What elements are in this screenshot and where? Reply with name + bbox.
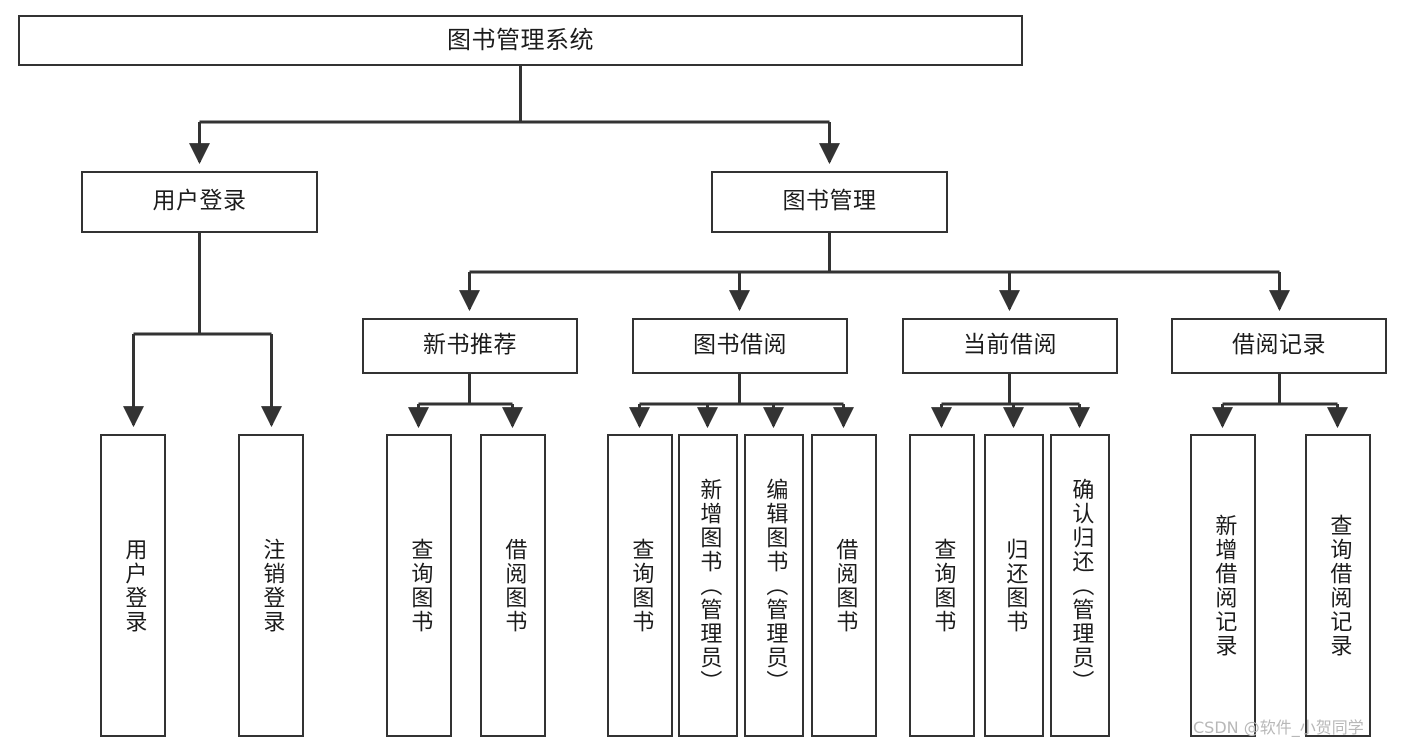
node-current-borrow[interactable]: 当前借阅 xyxy=(902,318,1118,374)
node-leaf-add-record[interactable]: 新增借阅记录 xyxy=(1190,434,1256,737)
node-leaf-query-record-label: 查询借阅记录 xyxy=(1326,513,1352,658)
node-leaf-edit-book-label: 编辑图书（管理员） xyxy=(762,477,788,694)
node-new-book-rec-label: 新书推荐 xyxy=(423,332,517,359)
node-leaf-add-record-label: 新增借阅记录 xyxy=(1211,513,1237,658)
node-leaf-add-book-label: 新增图书（管理员） xyxy=(696,477,722,694)
node-leaf-query-book-3-label: 查询图书 xyxy=(930,537,956,634)
node-leaf-user-login-label: 用户登录 xyxy=(121,537,147,634)
node-leaf-borrow-book-2[interactable]: 借阅图书 xyxy=(811,434,877,737)
node-current-borrow-label: 当前借阅 xyxy=(963,332,1057,359)
node-leaf-query-book-1[interactable]: 查询图书 xyxy=(386,434,452,737)
node-leaf-return-book-label: 归还图书 xyxy=(1002,537,1028,634)
node-book-manage[interactable]: 图书管理 xyxy=(711,171,948,233)
node-leaf-borrow-book-1-label: 借阅图书 xyxy=(501,537,527,634)
node-leaf-borrow-book-1[interactable]: 借阅图书 xyxy=(480,434,546,737)
node-leaf-query-book-3[interactable]: 查询图书 xyxy=(909,434,975,737)
node-leaf-user-logout[interactable]: 注销登录 xyxy=(238,434,304,737)
node-leaf-query-record[interactable]: 查询借阅记录 xyxy=(1305,434,1371,737)
node-borrow-record-label: 借阅记录 xyxy=(1232,332,1326,359)
node-leaf-confirm-return[interactable]: 确认归还（管理员） xyxy=(1050,434,1110,737)
node-leaf-confirm-return-label: 确认归还（管理员） xyxy=(1068,477,1094,694)
node-book-borrow[interactable]: 图书借阅 xyxy=(632,318,848,374)
node-leaf-user-logout-label: 注销登录 xyxy=(259,537,285,634)
node-leaf-return-book[interactable]: 归还图书 xyxy=(984,434,1044,737)
node-root-label: 图书管理系统 xyxy=(447,26,594,55)
node-new-book-rec[interactable]: 新书推荐 xyxy=(362,318,578,374)
node-book-manage-label: 图书管理 xyxy=(782,188,877,215)
node-user-login[interactable]: 用户登录 xyxy=(81,171,318,233)
node-leaf-borrow-book-2-label: 借阅图书 xyxy=(832,537,858,634)
node-leaf-query-book-2-label: 查询图书 xyxy=(628,537,654,634)
node-leaf-add-book[interactable]: 新增图书（管理员） xyxy=(678,434,738,737)
node-book-borrow-label: 图书借阅 xyxy=(693,332,787,359)
node-user-login-label: 用户登录 xyxy=(152,188,247,215)
node-root[interactable]: 图书管理系统 xyxy=(18,15,1023,66)
node-leaf-query-book-1-label: 查询图书 xyxy=(407,537,433,634)
csdn-watermark: CSDN @软件_小贺同学 xyxy=(1193,718,1364,737)
node-borrow-record[interactable]: 借阅记录 xyxy=(1171,318,1387,374)
node-leaf-edit-book[interactable]: 编辑图书（管理员） xyxy=(744,434,804,737)
node-leaf-user-login[interactable]: 用户登录 xyxy=(100,434,166,737)
node-leaf-query-book-2[interactable]: 查询图书 xyxy=(607,434,673,737)
